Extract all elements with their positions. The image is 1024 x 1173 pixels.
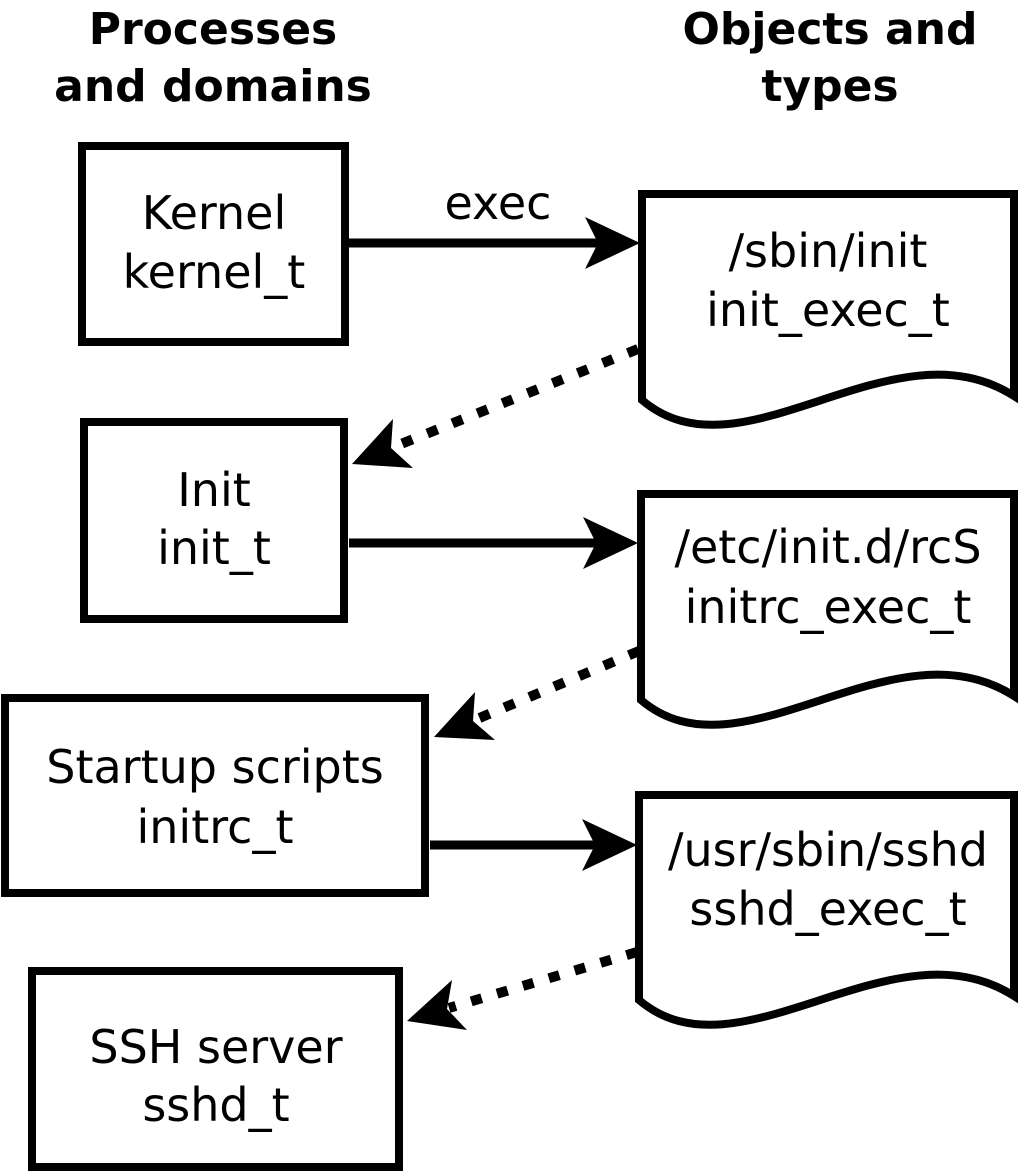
solid-arrowhead (585, 217, 640, 269)
process-box (78, 142, 349, 346)
process-name-label: SSH server (89, 1020, 342, 1074)
document-shape (637, 490, 1018, 729)
dotted-arrowhead (352, 419, 413, 468)
dotted-arrow-line (447, 947, 639, 1013)
object-node-usr-sbin-sshd: /usr/sbin/sshd sshd_exec_t (635, 791, 1018, 1029)
process-node-ssh-server: SSH server sshd_t (28, 967, 403, 1171)
process-name-label: Init (177, 463, 251, 517)
column-header-processes-line2: and domains (54, 61, 372, 112)
document-shape (635, 791, 1018, 1029)
transition-arrow-initrc-exec-to-initrc (434, 646, 641, 740)
column-header-objects-line1: Objects and (683, 4, 978, 55)
column-header-objects: Objects and types (683, 4, 978, 112)
process-name-label: Startup scripts (46, 740, 384, 794)
object-path-label: /etc/init.d/rcS (674, 520, 981, 574)
process-name-label: Kernel (142, 186, 287, 240)
process-node-startup-scripts: Startup scripts initrc_t (1, 694, 429, 897)
transition-arrow-sshd-exec-to-sshd (407, 947, 639, 1030)
process-box (1, 694, 429, 897)
solid-arrowhead (583, 517, 638, 569)
exec-arrow-init-to-rcs (349, 517, 638, 569)
object-node-sbin-init: /sbin/init init_exec_t (638, 190, 1018, 429)
exec-arrow-startup-to-sshd (430, 819, 637, 871)
object-type-label: initrc_exec_t (685, 580, 972, 634)
column-header-processes: Processes and domains (54, 4, 372, 112)
process-node-init: Init init_t (80, 418, 348, 623)
exec-arrow-label: exec (445, 176, 552, 230)
process-domain-label: initrc_t (137, 800, 294, 854)
transition-arrow-init-exec-to-init (352, 344, 640, 468)
object-path-label: /usr/sbin/sshd (668, 823, 988, 877)
process-box (80, 418, 348, 623)
object-path-label: /sbin/init (729, 224, 928, 278)
dotted-arrow-line (394, 344, 640, 451)
process-domain-label: sshd_t (142, 1078, 289, 1132)
exec-arrow-kernel-to-sbin-init: exec (349, 176, 640, 269)
dotted-arrowhead (434, 692, 495, 740)
column-header-objects-line2: types (761, 61, 898, 112)
object-node-etc-initd-rcs: /etc/init.d/rcS initrc_exec_t (637, 490, 1018, 729)
dotted-arrowhead (407, 980, 467, 1030)
process-box (28, 967, 403, 1171)
document-shape (638, 190, 1018, 429)
dotted-arrow-line (475, 646, 641, 724)
process-node-kernel: Kernel kernel_t (78, 142, 349, 346)
object-type-label: init_exec_t (706, 283, 950, 337)
column-header-processes-line1: Processes (89, 4, 338, 55)
object-type-label: sshd_exec_t (689, 882, 966, 936)
solid-arrowhead (582, 819, 637, 871)
process-domain-label: init_t (157, 521, 271, 575)
process-domain-label: kernel_t (123, 245, 306, 299)
